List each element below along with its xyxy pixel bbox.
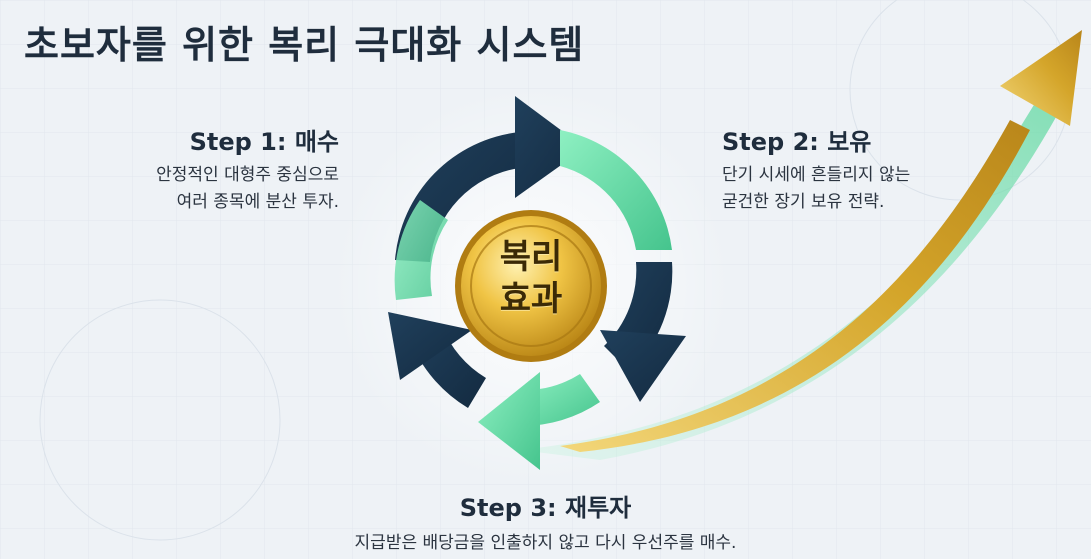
cycle-arrowhead-hold	[600, 330, 686, 402]
step-1-title: Step 1: 매수	[189, 128, 339, 156]
step-1-desc-line: 여러 종목에 분산 투자.	[176, 192, 339, 212]
step-3-description: 지급받은 배당금을 인출하지 않고 다시 우선주를 매수.	[354, 533, 737, 553]
cycle-arrowhead-buy	[515, 96, 585, 198]
cycle-arrow-green-left	[394, 200, 448, 300]
coin-inner-ring	[470, 225, 592, 347]
step-2-title: Step 2: 보유	[722, 128, 872, 156]
growth-arrow	[560, 120, 1030, 452]
step-2-description: 단기 시세에 흔들리지 않는 굳건한 장기 보유 전략.	[722, 162, 910, 216]
step-1-desc-line: 안정적인 대형주 중심으로	[156, 165, 339, 185]
step-3-title: Step 3: 재투자	[459, 494, 632, 522]
coin-label-line: 복리	[499, 237, 563, 277]
coin-face	[461, 216, 601, 356]
compound-effect-label: 복리 효과	[456, 236, 606, 320]
page-title: 초보자를 위한 복리 극대화 시스템	[24, 23, 585, 67]
step-1-description: 안정적인 대형주 중심으로 여러 종목에 분산 투자.	[156, 162, 339, 216]
step-2-desc-line: 단기 시세에 흔들리지 않는	[722, 165, 911, 185]
step-2-desc-line: 굳건한 장기 보유 전략.	[722, 192, 885, 212]
growth-arrow-head	[1000, 30, 1082, 126]
cycle-arrowhead-reinvest-navy	[388, 312, 472, 380]
coin-label-line: 효과	[499, 279, 563, 319]
cycle-arrow-green-top	[560, 130, 672, 250]
cycle-arrowhead-green-bottom	[478, 372, 540, 470]
